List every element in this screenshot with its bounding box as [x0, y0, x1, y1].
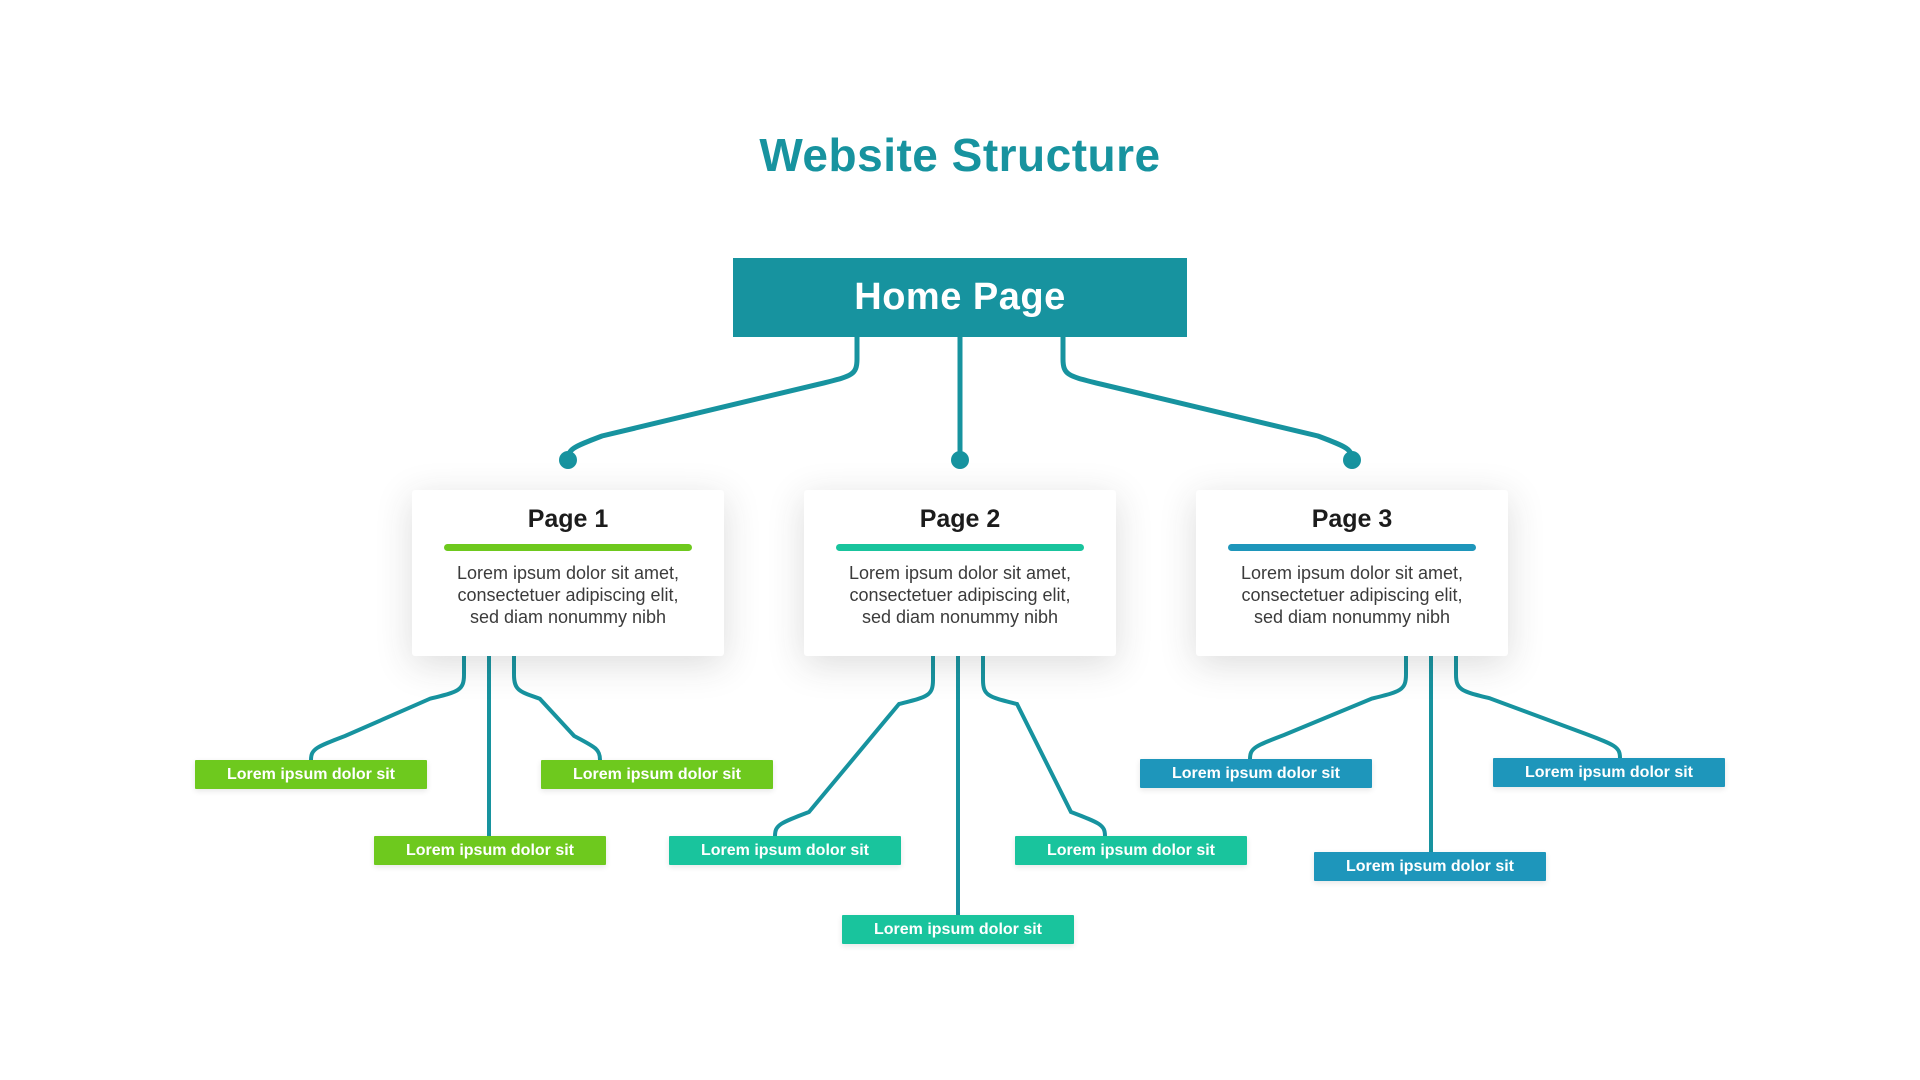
page-1-leaf-node: Lorem ipsum dolor sit: [541, 760, 773, 789]
page-3-title: Page 3: [1311, 505, 1393, 533]
page-2-card: Page 2 Lorem ipsum dolor sit amet, conse…: [804, 490, 1116, 656]
connector-dot: [559, 451, 577, 469]
page-1-leaf-node: Lorem ipsum dolor sit: [195, 760, 427, 789]
page-2-leaf-node: Lorem ipsum dolor sit: [1015, 836, 1247, 865]
page-1-accent-bar: [444, 544, 692, 551]
page-2-description: Lorem ipsum dolor sit amet, consectetuer…: [848, 563, 1072, 627]
home-page-label: Home Page: [854, 276, 1066, 318]
page-1-leaf-node: Lorem ipsum dolor sit: [374, 836, 606, 865]
page-2-title: Page 2: [919, 505, 1001, 533]
connector-line: [565, 334, 860, 463]
page-1-card: Page 1 Lorem ipsum dolor sit amet, conse…: [412, 490, 724, 656]
home-page-node: Home Page: [733, 258, 1187, 337]
page-2-accent-bar: [836, 544, 1084, 551]
page-3-description: Lorem ipsum dolor sit amet, consectetuer…: [1240, 563, 1464, 627]
page-2-leaf-node: Lorem ipsum dolor sit: [842, 915, 1074, 944]
page-1-title: Page 1: [527, 505, 609, 533]
connector-line: [1248, 654, 1408, 761]
page-2-leaf-node: Lorem ipsum dolor sit: [669, 836, 901, 865]
connector-line: [1454, 654, 1622, 760]
page-3-accent-bar: [1228, 544, 1476, 551]
page-3-leaf-node: Lorem ipsum dolor sit: [1493, 758, 1725, 787]
page-title: Website Structure: [759, 129, 1161, 181]
page-3-leaf-node: Lorem ipsum dolor sit: [1314, 852, 1546, 881]
connector-line: [1060, 334, 1355, 463]
connector-dot: [1343, 451, 1361, 469]
connector-dot: [951, 451, 969, 469]
page-3-card: Page 3 Lorem ipsum dolor sit amet, conse…: [1196, 490, 1508, 656]
connector-line: [981, 654, 1107, 838]
connector-line: [512, 654, 602, 762]
connector-line: [773, 654, 935, 838]
page-3-leaf-node: Lorem ipsum dolor sit: [1140, 759, 1372, 788]
connector-line: [309, 654, 466, 762]
page-1-description: Lorem ipsum dolor sit amet, consectetuer…: [456, 563, 680, 627]
